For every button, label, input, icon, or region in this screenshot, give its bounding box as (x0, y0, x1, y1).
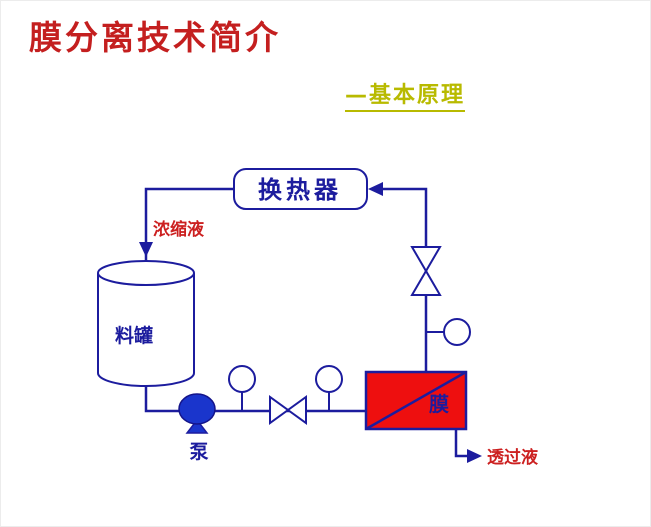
arrow-into-heat-exchanger-icon (368, 182, 383, 196)
valve-vertical (410, 246, 442, 296)
pump-symbol (178, 393, 216, 434)
feed-tank-body (97, 273, 195, 387)
feed-tank (97, 260, 195, 387)
pressure-gauge-1 (228, 365, 256, 393)
pipe-heat-exchanger-to-tank (144, 187, 234, 267)
feed-tank-top (97, 260, 195, 286)
pressure-gauge-2 (315, 365, 343, 393)
membrane-module: 膜 (364, 370, 468, 431)
pump-label: 泵 (189, 441, 208, 463)
valve-horizontal-right (286, 395, 307, 425)
pump-body (178, 393, 216, 425)
valve-horizontal (269, 395, 307, 425)
pump-outlet-triangle (185, 418, 209, 434)
heat-exchanger-box (233, 168, 368, 210)
membrane-diagonal (365, 370, 467, 431)
feed-tank-label: 料罐 (115, 324, 153, 347)
concentrate-label: 浓缩液 (153, 219, 204, 240)
page-subtitle: —基本原理 (345, 77, 466, 112)
heat-exchanger-label: 换热器 (258, 176, 342, 204)
permeate-arrow-right-icon (467, 449, 482, 463)
pressure-gauge-3 (443, 318, 471, 346)
pipe-permeate (454, 429, 468, 458)
permeate-label: 透过液 (487, 447, 538, 468)
valve-vertical-top (410, 246, 442, 273)
pipe-membrane-to-heat-exchanger (381, 187, 428, 372)
valve-vertical-bottom (410, 269, 442, 296)
page-title: 膜分离技术简介 (29, 18, 281, 57)
valve-horizontal-left (269, 395, 290, 425)
membrane-label: 膜 (428, 392, 449, 416)
concentrate-arrow-down-icon (139, 242, 153, 257)
